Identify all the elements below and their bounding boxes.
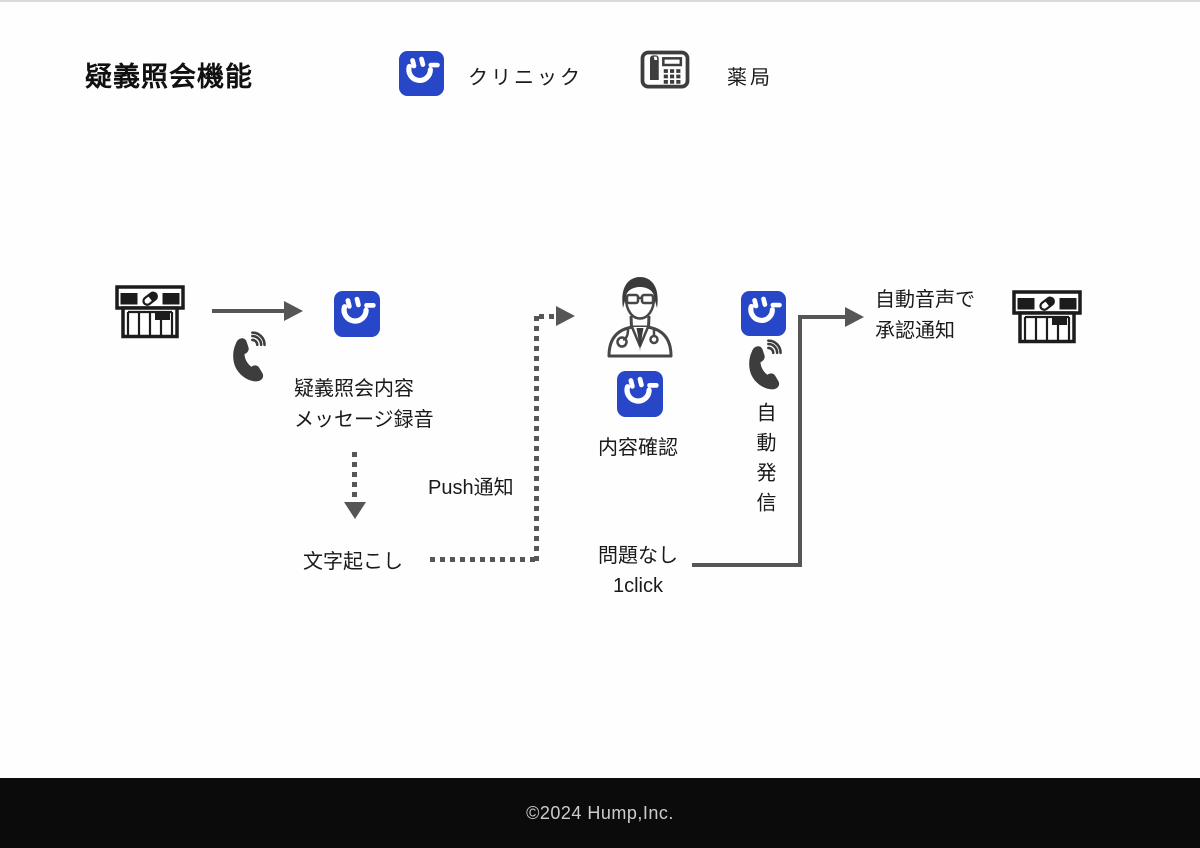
page-title: 疑義照会機能 xyxy=(85,62,253,92)
arrow-call-line xyxy=(212,309,286,313)
push-path-vertical-line xyxy=(534,316,539,562)
copyright-text: ©2024 Hump,Inc. xyxy=(526,802,674,823)
arrow-transcribe-head xyxy=(344,502,366,519)
record-message-line1: 疑義照会内容 xyxy=(294,378,414,400)
ringing-phone-icon-right xyxy=(742,339,783,392)
transcribe-label: 文字起こし xyxy=(303,551,403,573)
notify-line1: 自動音声で xyxy=(875,289,975,311)
approve-line1: 問題なし xyxy=(598,545,678,567)
notify-line2: 承認通知 xyxy=(875,320,955,342)
legend-pharmacy-label: 薬局 xyxy=(727,67,773,89)
footer-bar: ©2024 Hump,Inc. xyxy=(0,778,1200,848)
push-path-bottom-line xyxy=(430,557,538,562)
record-message-line2: メッセージ録音 xyxy=(294,409,434,431)
legend-fax-machine-icon xyxy=(640,47,690,93)
pharmacy-storefront-icon-right xyxy=(1012,288,1082,345)
pharmacy-storefront-icon-left xyxy=(115,283,185,340)
autocall-label: 自動発信 xyxy=(753,402,775,522)
approve-line2: 1click xyxy=(612,575,663,597)
legend-clinic-app-icon xyxy=(399,51,444,96)
push-notification-label: Push通知 xyxy=(428,477,514,499)
approve-path-top-line xyxy=(800,315,845,319)
review-label: 内容確認 xyxy=(598,437,678,459)
legend-clinic-label: クリニック xyxy=(468,67,583,89)
brand-smile-app-icon-review xyxy=(617,371,663,417)
record-message-label: 疑義照会内容 メッセージ録音 xyxy=(294,374,434,436)
approve-path-vertical-line xyxy=(798,315,802,567)
arrow-call-head xyxy=(284,301,303,321)
brand-smile-app-icon-autocall xyxy=(741,291,786,336)
arrow-transcribe-line xyxy=(352,452,357,502)
top-hairline xyxy=(0,0,1200,2)
notify-label: 自動音声で 承認通知 xyxy=(875,285,975,347)
approve-path-head xyxy=(845,307,864,327)
ringing-phone-icon-left xyxy=(226,331,267,384)
doctor-icon xyxy=(602,274,678,358)
approve-path-bottom-line xyxy=(692,563,802,567)
push-path-top-line xyxy=(539,314,556,319)
push-path-head xyxy=(556,306,575,326)
brand-smile-app-icon-record xyxy=(334,291,380,337)
approve-label: 問題なし 1click xyxy=(588,541,688,601)
